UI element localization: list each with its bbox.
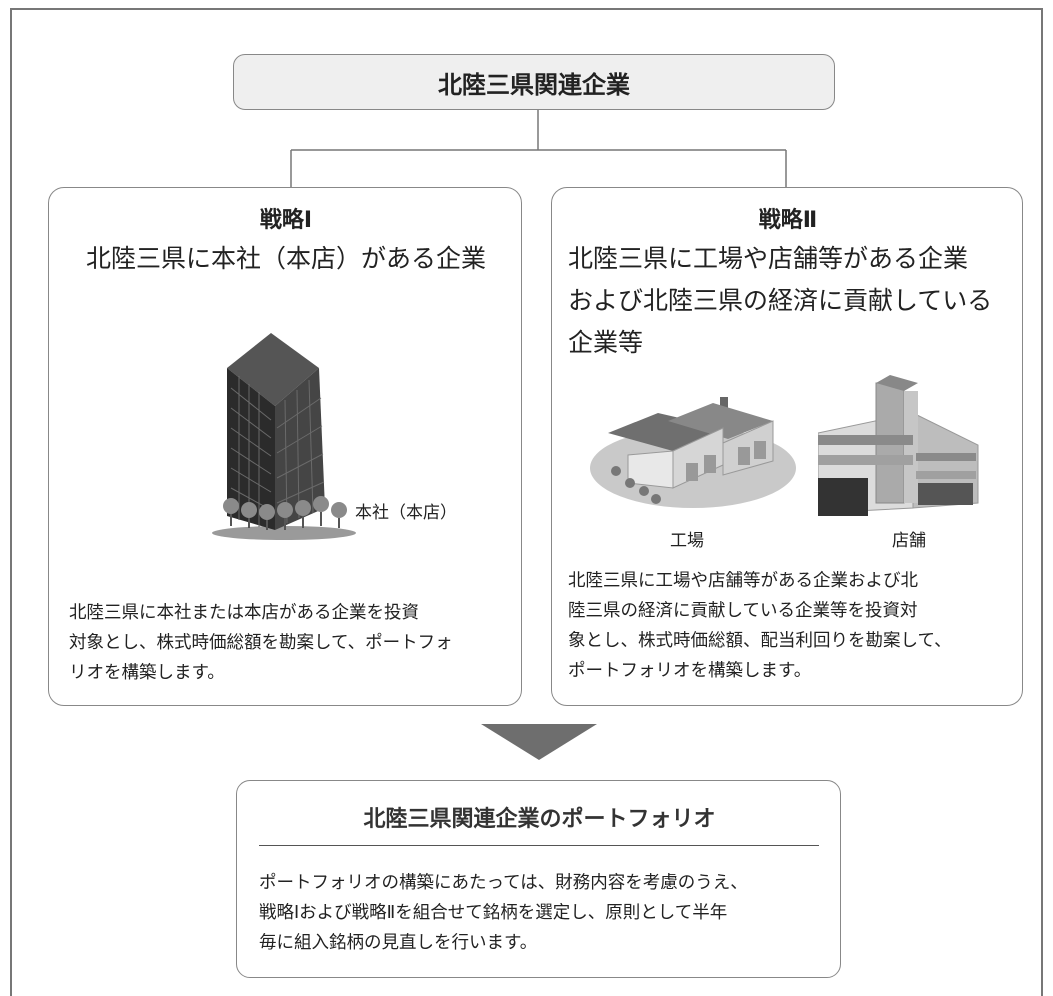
strategy-1-card: 戦略Ⅰ 北陸三県に本社（本店）がある企業 本社（本店） xyxy=(48,187,522,706)
subtitle-line: および北陸三県の経済に貢献している xyxy=(568,286,993,315)
strategy-1-label: 戦略Ⅰ xyxy=(259,208,313,233)
description-line: 象とし、株式時価総額、配当利回りを勘案して、 xyxy=(568,631,952,651)
description-line: リオを構築します。 xyxy=(69,663,225,683)
description-line: 陸三県の経済に貢献している企業等を投資対 xyxy=(568,601,918,621)
subtitle-line: 北陸三県に工場や店舗等がある企業 xyxy=(568,244,969,273)
portfolio-description: ポートフォリオの構築にあたっては、財務内容を考慮のうえ、 戦略Iおよび戦略Ⅱを組… xyxy=(259,868,829,958)
portfolio-divider xyxy=(259,845,819,846)
store-icon xyxy=(818,375,979,516)
strategy-1-image-caption: 本社（本店） xyxy=(355,503,457,523)
office-building-icon xyxy=(212,333,356,540)
description-line: ポートフォリオを構築します。 xyxy=(568,661,812,681)
header-box: 北陸三県関連企業 xyxy=(233,54,835,110)
strategy-2-label: 戦略Ⅱ xyxy=(758,208,818,233)
strategy-2-description: 北陸三県に工場や店舗等がある企業および北 陸三県の経済に貢献している企業等を投資… xyxy=(568,566,1018,686)
strategy-2-subtitle: 北陸三県に工場や店舗等がある企業 および北陸三県の経済に貢献している 企業等 xyxy=(568,238,1018,364)
portfolio-box: 北陸三県関連企業のポートフォリオ ポートフォリオの構築にあたっては、財務内容を考… xyxy=(236,780,841,978)
description-line: 北陸三県に本社または本店がある企業を投資 xyxy=(69,603,419,623)
down-arrow-icon xyxy=(481,724,597,760)
factory-icon xyxy=(590,397,796,508)
outer-frame xyxy=(10,8,1043,996)
description-line: 対象とし、株式時価総額を勘案して、ポートフォ xyxy=(69,633,453,653)
header-title: 北陸三県関連企業 xyxy=(438,70,630,99)
strategy-2-card: 戦略Ⅱ 北陸三県に工場や店舗等がある企業 および北陸三県の経済に貢献している 企… xyxy=(551,187,1023,706)
portfolio-title: 北陸三県関連企業のポートフォリオ xyxy=(363,807,716,832)
factory-caption: 工場 xyxy=(670,531,704,551)
description-line: ポートフォリオの構築にあたっては、財務内容を考慮のうえ、 xyxy=(259,873,748,893)
strategy-1-subtitle: 北陸三県に本社（本店）がある企業 xyxy=(85,244,486,273)
description-line: 北陸三県に工場や店舗等がある企業および北 xyxy=(568,571,918,591)
strategy-1-description: 北陸三県に本社または本店がある企業を投資 対象とし、株式時価総額を勘案して、ポー… xyxy=(69,598,509,688)
description-line: 戦略Iおよび戦略Ⅱを組合せて銘柄を選定し、原則として半年 xyxy=(259,903,728,923)
subtitle-line: 企業等 xyxy=(568,328,644,357)
description-line: 毎に組入銘柄の見直しを行います。 xyxy=(259,933,538,953)
store-caption: 店舗 xyxy=(892,531,926,551)
